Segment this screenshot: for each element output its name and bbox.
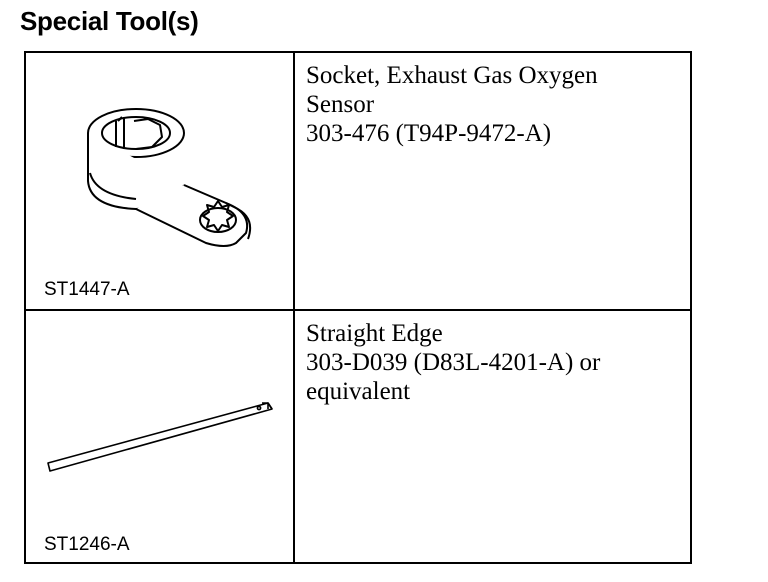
tool-row: ST1447-A Socket, Exhaust Gas Oxygen Sens… xyxy=(26,53,690,309)
tool-row: ST1246-A Straight Edge 303-D039 (D83L-42… xyxy=(26,309,690,564)
description-line: Straight Edge xyxy=(306,320,443,347)
description-line: Sensor xyxy=(306,91,375,118)
straight-edge-icon xyxy=(47,402,273,472)
description-line: 303-476 (T94P-9472-A) xyxy=(306,120,552,147)
tool-description: Socket, Exhaust Gas Oxygen Sensor 303-47… xyxy=(306,61,682,148)
page-title: Special Tool(s) xyxy=(20,6,199,36)
special-tools-table: ST1447-A Socket, Exhaust Gas Oxygen Sens… xyxy=(24,51,692,564)
oxygen-sensor-socket-icon xyxy=(87,108,252,247)
description-line: Socket, Exhaust Gas Oxygen xyxy=(306,62,598,89)
tool-description: Straight Edge 303-D039 (D83L-4201-A) or … xyxy=(306,319,682,406)
illustration-code: ST1246-A xyxy=(44,534,130,555)
description-line: equivalent xyxy=(306,378,411,405)
tool-illustration-cell: ST1246-A xyxy=(26,311,293,564)
description-line: 303-D039 (D83L-4201-A) or xyxy=(306,349,601,376)
tool-illustration-cell: ST1447-A xyxy=(26,53,293,309)
column-divider xyxy=(293,311,295,564)
column-divider xyxy=(293,53,295,309)
illustration-code: ST1447-A xyxy=(44,279,130,300)
